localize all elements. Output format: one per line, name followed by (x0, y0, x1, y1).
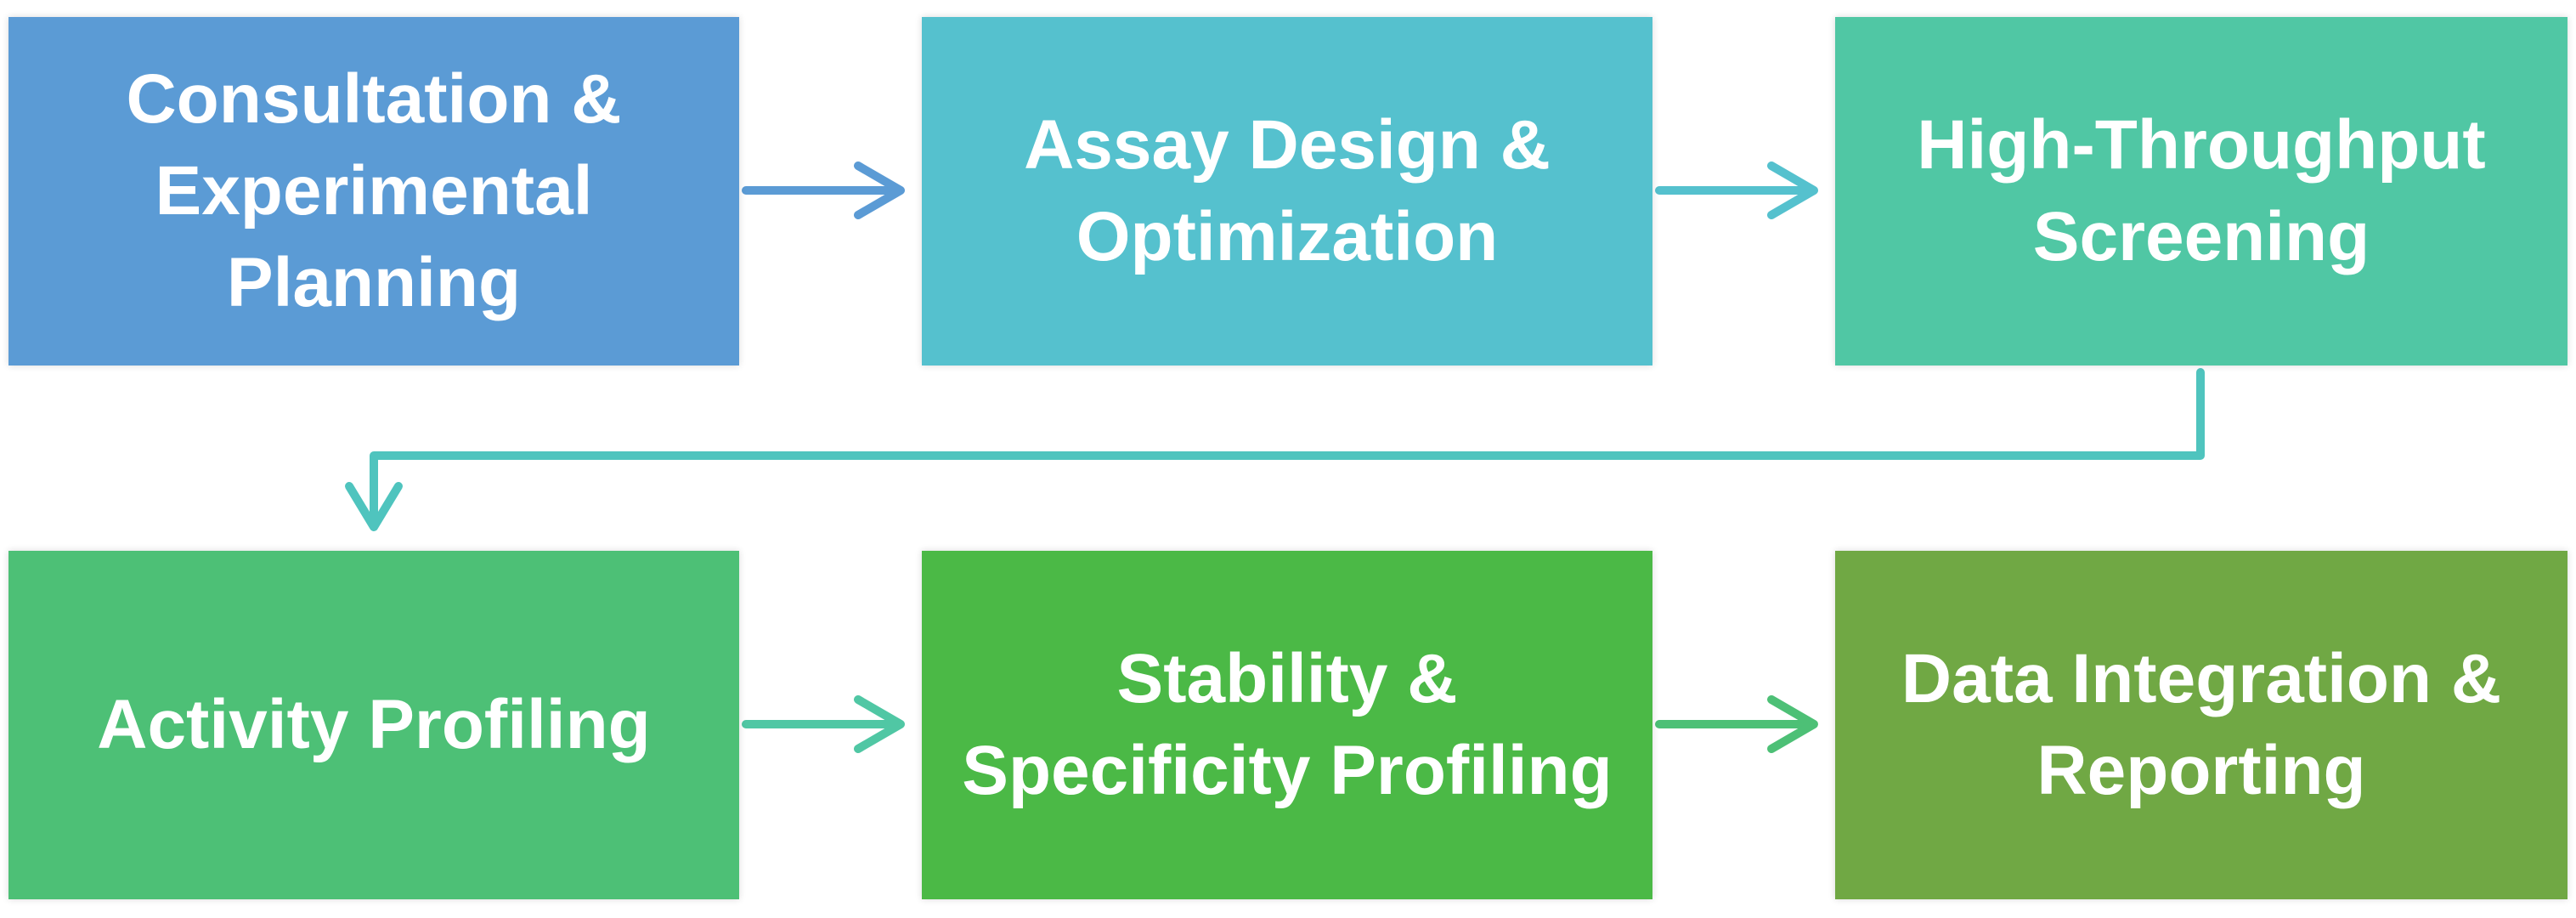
arrow-step1-to-step2 (742, 162, 905, 219)
step-activity-profiling: Activity Profiling (8, 551, 739, 899)
step-label: High-Throughput Screening (1917, 106, 2486, 275)
step-label: Consultation & Experimental Planning (126, 60, 622, 321)
arrow-step5-to-step6 (1655, 695, 1818, 753)
arrow-step4-to-step5 (742, 695, 905, 753)
step-label: Data Integration & Reporting (1901, 640, 2502, 809)
step-label: Assay Design & Optimization (1024, 106, 1551, 275)
step-assay-design: Assay Design & Optimization (922, 17, 1652, 366)
arrow-step3-to-step4 (345, 368, 2205, 531)
arrow-step2-to-step3 (1655, 162, 1818, 219)
step-label: Activity Profiling (97, 686, 651, 763)
step-consultation-planning: Consultation & Experimental Planning (8, 17, 739, 366)
step-data-integration: Data Integration & Reporting (1835, 551, 2568, 899)
step-stability-specificity: Stability & Specificity Profiling (922, 551, 1652, 899)
step-label: Stability & Specificity Profiling (962, 640, 1613, 809)
step-high-throughput-screening: High-Throughput Screening (1835, 17, 2568, 366)
